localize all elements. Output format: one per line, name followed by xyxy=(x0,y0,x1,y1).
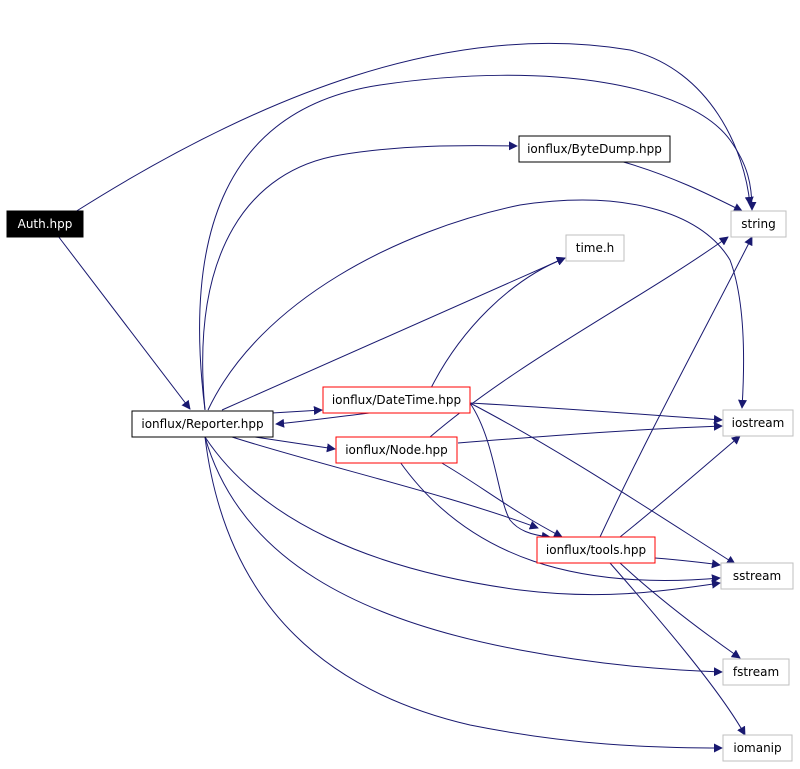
edge-reporter-to-time xyxy=(221,257,566,411)
edge-node-to-tools xyxy=(439,461,563,538)
node-iomanip[interactable]: iomanip xyxy=(722,734,793,762)
node-tools-label: ionflux/tools.hpp xyxy=(546,543,646,557)
edge-reporter-to-bytedump xyxy=(202,141,518,411)
node-time-label: time.h xyxy=(576,241,615,255)
edge-datetime-to-sstream xyxy=(469,402,736,565)
edge-datetime-to-iostream xyxy=(469,402,723,424)
node-iomanip-label: iomanip xyxy=(733,741,781,755)
edge-node-to-sstream xyxy=(399,461,721,584)
node-bytedump-label: ionflux/ByteDump.hpp xyxy=(527,142,662,156)
node-reporter-label: ionflux/Reporter.hpp xyxy=(141,417,263,431)
edge-node-to-string xyxy=(429,236,729,438)
edge-tools-to-iomanip xyxy=(609,562,746,736)
node-bytedump-hpp[interactable]: ionflux/ByteDump.hpp xyxy=(518,135,671,163)
edge-reporter-to-tools xyxy=(231,436,539,530)
edge-reporter-to-iostream xyxy=(207,199,747,411)
edge-reporter-to-fstream xyxy=(204,436,723,677)
node-time-h[interactable]: time.h xyxy=(565,234,625,262)
edge-reporter-to-iomanip xyxy=(204,436,723,753)
node-sstream-label: sstream xyxy=(733,569,781,583)
node-iostream[interactable]: iostream xyxy=(722,409,794,437)
node-node-label: ionflux/Node.hpp xyxy=(345,443,448,457)
edge-reporter-to-datetime xyxy=(271,405,323,415)
edge-auth-to-reporter xyxy=(57,235,191,410)
node-string[interactable]: string xyxy=(730,210,787,238)
node-fstream[interactable]: fstream xyxy=(722,658,790,686)
edge-reporter-to-sstream xyxy=(204,436,721,596)
edge-tools-to-sstream xyxy=(654,557,721,569)
node-auth-hpp[interactable]: Auth.hpp xyxy=(6,210,84,238)
node-sstream[interactable]: sstream xyxy=(720,562,794,590)
node-node-hpp[interactable]: ionflux/Node.hpp xyxy=(335,436,458,464)
edge-tools-to-iostream xyxy=(619,435,741,538)
node-string-label: string xyxy=(741,217,775,231)
edge-reporter-to-string-top xyxy=(199,74,757,411)
edge-node-to-iostream xyxy=(457,421,723,444)
edge-tools-to-fstream xyxy=(619,562,741,659)
node-datetime-label: ionflux/DateTime.hpp xyxy=(332,393,461,407)
edge-tools-to-string xyxy=(599,236,753,538)
edge-datetime-to-tools xyxy=(469,402,551,541)
node-tools-hpp[interactable]: ionflux/tools.hpp xyxy=(536,536,656,564)
node-datetime-hpp[interactable]: ionflux/DateTime.hpp xyxy=(322,386,471,414)
node-auth-label: Auth.hpp xyxy=(18,217,73,231)
edge-auth-to-string xyxy=(74,42,754,213)
node-reporter-hpp[interactable]: ionflux/Reporter.hpp xyxy=(131,410,274,438)
node-iostream-label: iostream xyxy=(732,416,785,430)
node-fstream-label: fstream xyxy=(733,665,779,679)
edge-reporter-to-node xyxy=(254,436,336,453)
edge-datetime-to-time xyxy=(429,256,566,391)
edge-bytedump-to-string xyxy=(619,160,743,212)
